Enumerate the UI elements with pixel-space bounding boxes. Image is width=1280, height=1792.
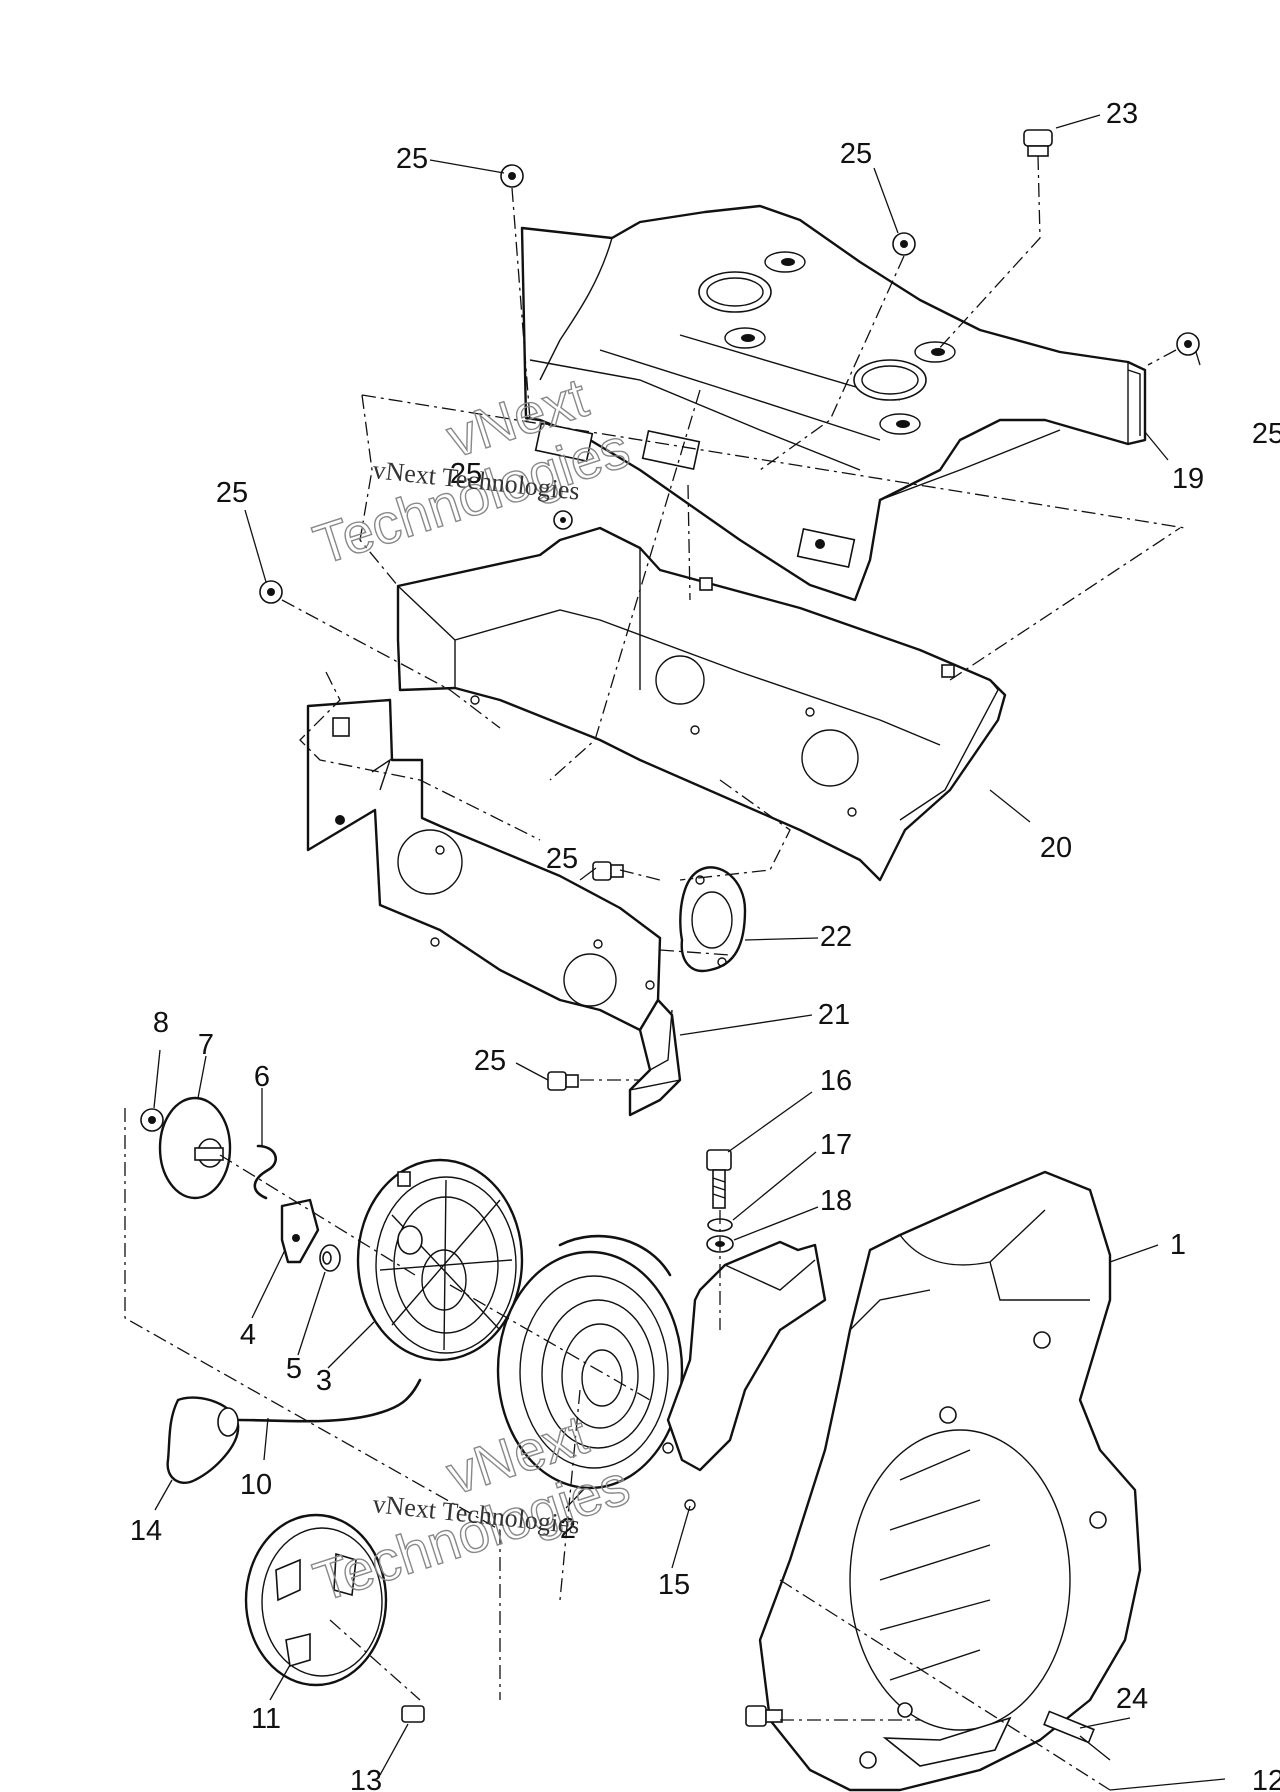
label-17: 17 xyxy=(820,1129,852,1161)
label-25-right: 25 xyxy=(1252,418,1280,450)
label-16: 16 xyxy=(820,1065,852,1097)
gasket-22 xyxy=(679,866,747,973)
clip-24 xyxy=(1043,1710,1111,1761)
nut-25-top xyxy=(892,232,916,256)
starter-bracket-15 xyxy=(662,1240,827,1511)
label-3: 3 xyxy=(316,1365,332,1397)
label-1: 1 xyxy=(1170,1229,1186,1261)
label-25-left: 25 xyxy=(216,477,248,509)
label-20: 20 xyxy=(1040,832,1072,864)
part-labels: 25 25 23 25 19 25 25 20 25 22 21 25 16 1… xyxy=(130,98,1280,1792)
upper-shroud-19 xyxy=(520,204,1147,602)
bolt-16 xyxy=(706,1149,732,1209)
ratchet-4 xyxy=(280,1198,320,1264)
nut-25-left xyxy=(259,580,283,604)
label-25-top: 25 xyxy=(840,138,872,170)
label-25-mid: 25 xyxy=(546,843,578,875)
bolt-lower xyxy=(745,1705,783,1727)
starter-assembly xyxy=(140,1096,684,1723)
label-25-low: 25 xyxy=(474,1045,506,1077)
label-25-top-left: 25 xyxy=(396,143,428,175)
nut-25-center xyxy=(553,510,573,530)
label-19: 19 xyxy=(1172,463,1204,495)
label-25-center: 25 xyxy=(450,458,482,490)
label-14: 14 xyxy=(130,1515,162,1547)
handle-14 xyxy=(166,1396,240,1484)
label-22: 22 xyxy=(820,921,852,953)
label-13: 13 xyxy=(350,1765,382,1792)
label-15: 15 xyxy=(658,1569,690,1601)
bushing-5 xyxy=(319,1244,341,1272)
bolt-25-mid xyxy=(592,861,624,881)
bolt-13 xyxy=(401,1705,425,1723)
lower-shroud-20 xyxy=(396,526,1007,882)
label-8: 8 xyxy=(153,1007,169,1039)
spring-clip-6 xyxy=(253,1144,278,1200)
blower-housing-1 xyxy=(758,1170,1142,1792)
cup-11 xyxy=(244,1513,388,1687)
plug-23 xyxy=(1023,129,1053,157)
nut-25-top-left xyxy=(500,164,524,188)
label-12: 12 xyxy=(1252,1765,1280,1792)
label-24: 24 xyxy=(1116,1683,1148,1715)
assembly-center-lines xyxy=(124,155,1186,1791)
nut-25-right xyxy=(1176,332,1200,356)
fasteners xyxy=(259,129,1200,1091)
label-2: 2 xyxy=(560,1513,576,1545)
leader-lines xyxy=(153,114,1226,1791)
label-18: 18 xyxy=(820,1185,852,1217)
label-6: 6 xyxy=(254,1061,270,1093)
label-7: 7 xyxy=(198,1029,214,1061)
label-4: 4 xyxy=(240,1319,256,1351)
bracket-21 xyxy=(628,998,682,1117)
pulley-cover-7 xyxy=(158,1096,232,1200)
spring-2 xyxy=(496,1234,684,1490)
bolt-25-low xyxy=(547,1071,579,1091)
reel-3 xyxy=(356,1158,524,1362)
label-5: 5 xyxy=(286,1353,302,1385)
label-21: 21 xyxy=(818,999,850,1031)
label-10: 10 xyxy=(240,1469,272,1501)
nut-8 xyxy=(140,1108,164,1132)
rope-10 xyxy=(236,1378,422,1423)
label-23: 23 xyxy=(1106,98,1138,130)
label-11: 11 xyxy=(251,1703,281,1735)
